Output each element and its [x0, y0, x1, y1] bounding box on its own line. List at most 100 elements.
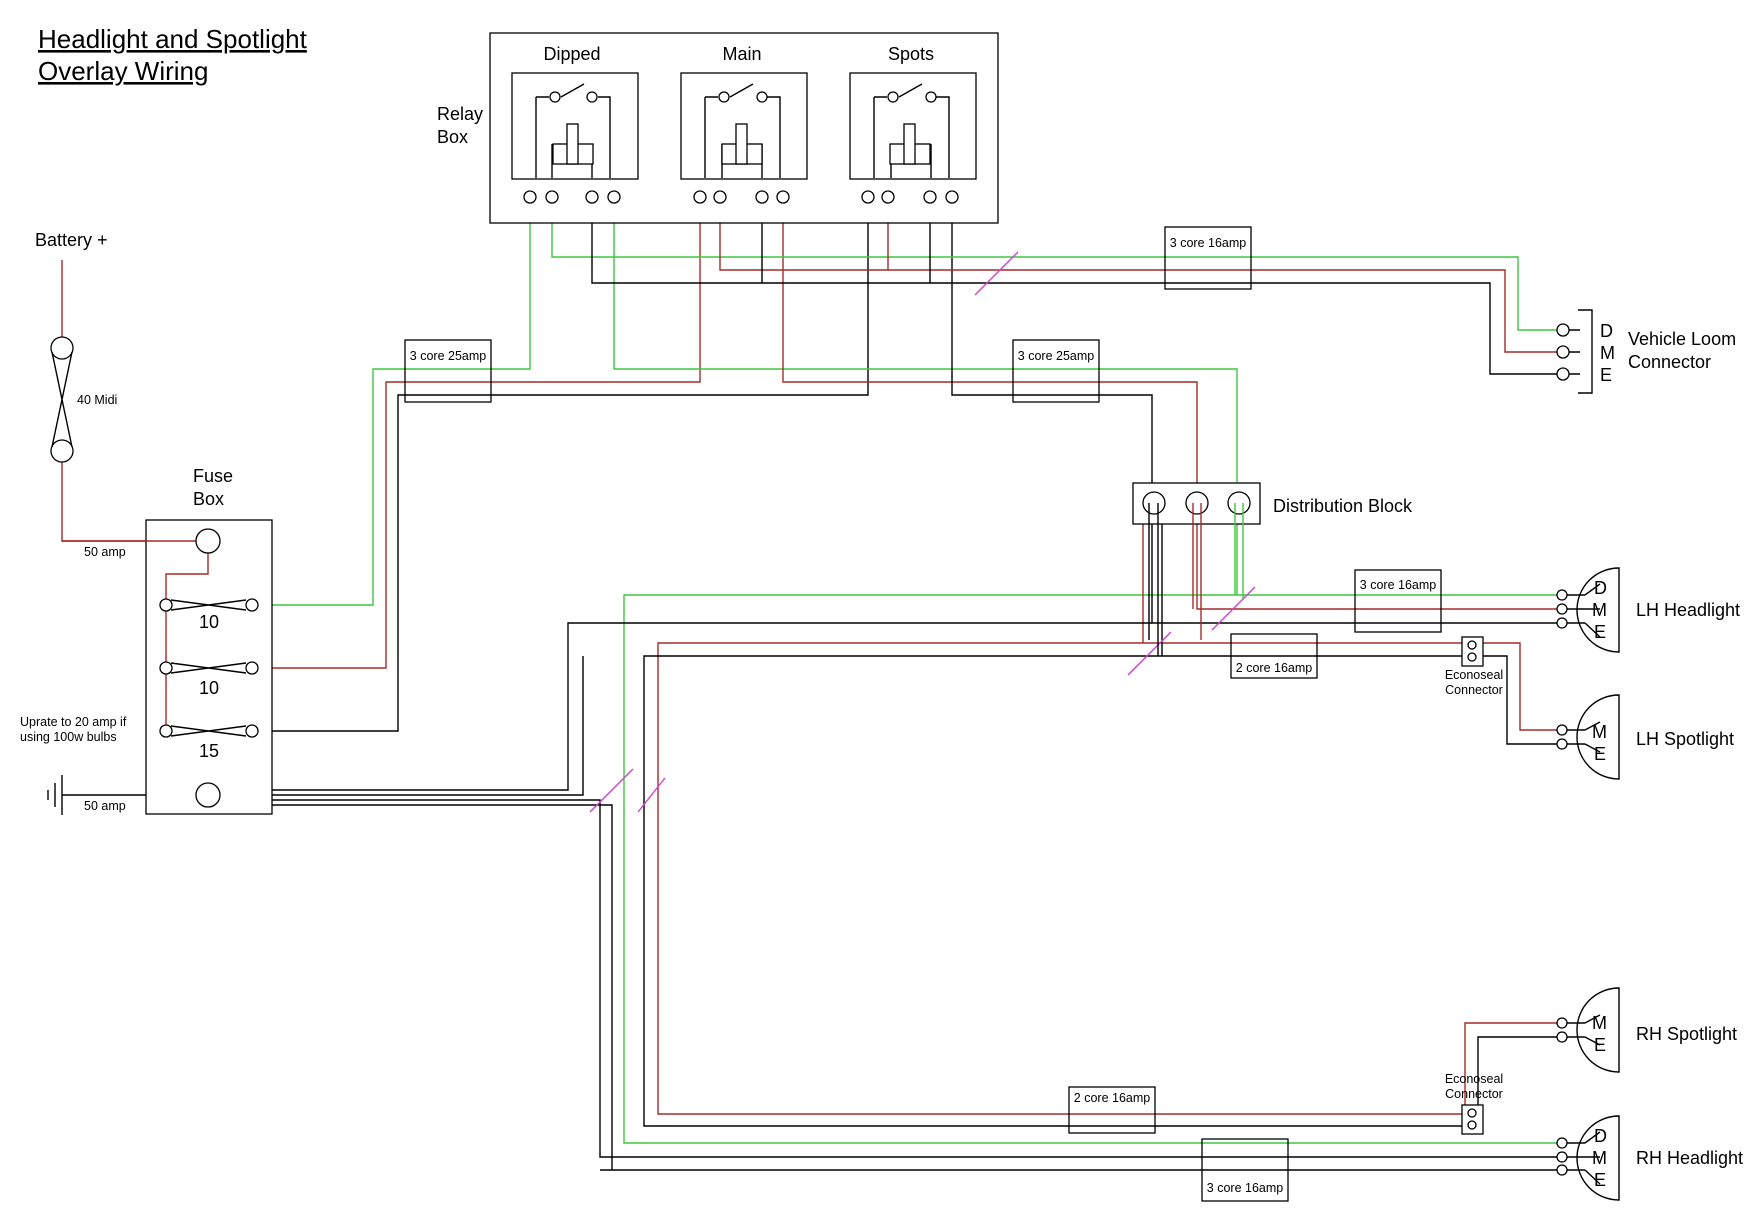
dipped-to-distribution-green: [613, 197, 1238, 503]
cut-marks: [589, 251, 1256, 813]
distribution-terminal: [1185, 491, 1209, 515]
cable-label: 3 core 16amp: [1170, 236, 1246, 250]
econoseal-label-1: Econoseal: [1445, 668, 1503, 682]
econoseal-label-2: Connector: [1445, 1087, 1503, 1101]
cut-mark: [1211, 586, 1256, 631]
loom-pin-d: D: [1600, 321, 1613, 341]
fuse-box-label-2: Box: [193, 489, 224, 509]
loom-d-green: [551, 197, 1560, 331]
cable-c2-rh-spot: 2 core 16amp: [1068, 1086, 1156, 1134]
lamp-pin: M: [1592, 600, 1607, 620]
loom-m-red: [719, 197, 1560, 353]
cable-labels: 3 core 25amp 3 core 25amp 3 core 16amp 3…: [404, 226, 1442, 1202]
lamp-pin: D: [1594, 578, 1607, 598]
earth-symbol: [47, 775, 63, 815]
fuse-box-supply-stud: [195, 528, 221, 554]
relay-label-spots: Spots: [888, 44, 934, 64]
spots-to-distribution-black: [951, 197, 1153, 503]
cable-c25-right: 3 core 25amp: [1012, 339, 1100, 403]
main-to-distribution-red: [782, 197, 1198, 503]
lamp-pin: M: [1592, 1148, 1607, 1168]
lamp-pin: M: [1592, 1013, 1607, 1033]
lamp-pin: E: [1594, 1035, 1606, 1055]
econoseal-bottom: Econoseal Connector: [1445, 1072, 1503, 1135]
vehicle-loom-connector: D M E Vehicle Loom Connector: [1556, 309, 1736, 394]
lamp-pin: E: [1594, 1170, 1606, 1190]
lh-headlight: D M E LH Headlight: [1556, 567, 1740, 653]
midi-fuse-terminal: [50, 439, 74, 463]
relay-label-main: Main: [722, 44, 761, 64]
cable-c16-loom: 3 core 16amp: [1164, 226, 1252, 290]
battery-supply: Battery + 40 Midi 50 amp: [35, 230, 126, 559]
diagram-title: Headlight and Spotlight Overlay Wiring: [38, 24, 308, 86]
distribution-block: Distribution Block: [1132, 482, 1413, 656]
loom-label-2: Connector: [1628, 352, 1711, 372]
cable-c25-left: 3 core 25amp: [404, 339, 492, 403]
lamp-label: LH Spotlight: [1636, 729, 1734, 749]
earth-bundle-black: [208, 622, 1560, 1170]
loom-pin-e: E: [1600, 365, 1612, 385]
dist-red-out-lh-head: [1196, 503, 1560, 610]
relay-contacts: [535, 83, 611, 178]
spots-coil-feed-black: [252, 197, 869, 732]
battery-label: Battery +: [35, 230, 108, 250]
distribution-terminal: [1142, 491, 1166, 515]
fuse-1: 10: [159, 598, 259, 632]
lamp-label: LH Headlight: [1636, 600, 1740, 620]
econoseal-top: Econoseal Connector: [1445, 636, 1503, 697]
distribution-block-label: Distribution Block: [1273, 496, 1413, 516]
rh-spotlight: M E RH Spotlight: [1556, 987, 1737, 1073]
cut-mark: [637, 777, 666, 813]
earth-current-label: 50 amp: [84, 799, 126, 813]
fuse-box: Fuse Box 10 10 15 Uprate to 20 amp if us…: [20, 466, 273, 815]
cable-c16-rh-head: 3 core 16amp: [1201, 1138, 1289, 1202]
midi-fuse-element: [51, 351, 73, 448]
rh-headlight: D M E RH Headlight: [1556, 1115, 1743, 1201]
cut-mark: [974, 251, 1019, 296]
lamp-label: RH Headlight: [1636, 1148, 1743, 1168]
cut-mark: [589, 768, 634, 813]
lamp-body: [1576, 694, 1620, 780]
relay-contacts: [704, 83, 781, 178]
title-line-1: Headlight and Spotlight: [38, 24, 308, 54]
loom-label-1: Vehicle Loom: [1628, 329, 1736, 349]
econoseal-label-2: Connector: [1445, 683, 1503, 697]
main-coil-feed-red: [252, 197, 701, 669]
loom-connector-body: [1578, 309, 1593, 394]
supply-current-label: 50 amp: [84, 545, 126, 559]
midi-fuse-label: 40 Midi: [77, 393, 117, 407]
dipped-coil-feed-green: [252, 197, 531, 606]
lamp-label: RH Spotlight: [1636, 1024, 1737, 1044]
relay-box-label-2: Box: [437, 127, 468, 147]
relay-contacts: [873, 83, 950, 178]
fuse-3: 15: [159, 724, 259, 761]
distribution-terminal: [1227, 491, 1251, 515]
loom-pin-m: M: [1600, 343, 1615, 363]
econoseal-body: [1461, 1104, 1484, 1135]
fuse-box-earth-stud: [195, 782, 221, 808]
lamp-pin: E: [1594, 744, 1606, 764]
relay-spots: Spots: [849, 44, 977, 180]
cable-label: 3 core 25amp: [1018, 349, 1094, 363]
lamp-body: [1576, 1115, 1620, 1201]
lh-spotlight: M E LH Spotlight: [1556, 694, 1734, 780]
fuse-rating: 10: [199, 612, 219, 632]
cable-label: 3 core 25amp: [410, 349, 486, 363]
fuse-box-label-1: Fuse: [193, 466, 233, 486]
title-line-2: Overlay Wiring: [38, 56, 208, 86]
lamp-pin: M: [1592, 722, 1607, 742]
midi-fuse-terminal: [50, 336, 74, 360]
cable-label: 3 core 16amp: [1207, 1181, 1283, 1195]
cable-label: 3 core 16amp: [1360, 578, 1436, 592]
lamp-pin: D: [1594, 1126, 1607, 1146]
relay-terminals: [523, 190, 959, 204]
relay-box-label-1: Relay: [437, 104, 483, 124]
fuse-rating: 10: [199, 678, 219, 698]
relay-box: Relay Box Dipped Main Spots: [437, 32, 999, 224]
cable-label: 2 core 16amp: [1236, 661, 1312, 675]
lamp-pin: E: [1594, 622, 1606, 642]
relay-dipped: Dipped: [511, 44, 639, 180]
dist-black-out-spots: [643, 503, 1560, 1127]
lamp-body: [1576, 567, 1620, 653]
